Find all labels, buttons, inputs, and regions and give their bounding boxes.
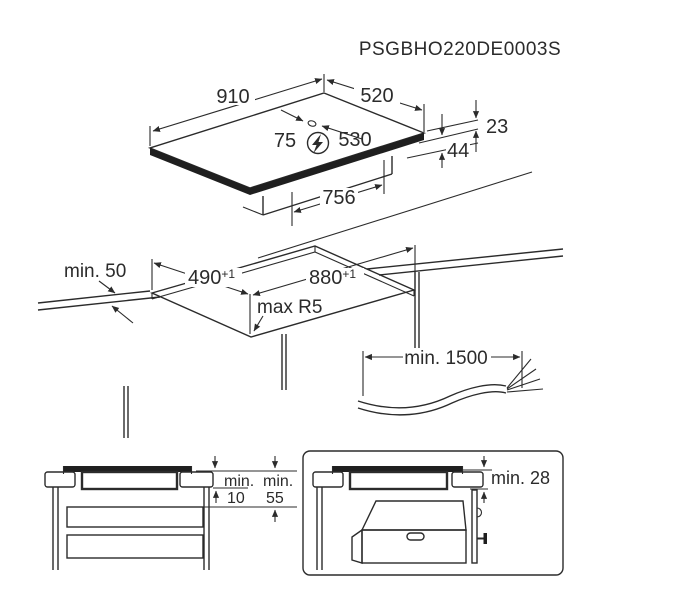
oven-clearance-figure: min. 28: [302, 450, 564, 576]
worktop-section-right: [451, 471, 484, 488]
cabinet-side-panel: [316, 487, 323, 570]
drawer-bottom: [66, 534, 204, 559]
hob-body-section: [80, 470, 179, 491]
drawer-clearance-figure: min. 10 min. 55: [44, 456, 297, 570]
oven-handle: [406, 532, 425, 541]
worktop-section-left: [44, 471, 76, 488]
hob-body-section: [348, 470, 449, 491]
oven-hinge: [476, 507, 483, 518]
hob-isometric-figure: 910 520 75 530 23: [147, 74, 533, 259]
oven-front: [361, 529, 467, 564]
cutout-width-label: 880+1: [309, 267, 356, 289]
cable-wire-ends: [506, 358, 544, 393]
dimension-23-44: 23 44: [406, 100, 508, 168]
oven-side-panel: [471, 489, 478, 564]
corner-radius-label: max R5: [257, 297, 322, 318]
power-cable-figure: min. 1500: [357, 348, 544, 416]
drawer-depth-label: min.: [263, 473, 293, 490]
dimension-520: 520: [326, 79, 425, 132]
oven-top: [360, 500, 467, 531]
oven-drawing: [351, 489, 487, 564]
model-number: PSGBHO220DE0003S: [359, 39, 561, 60]
dimension-min-50: min. 50: [64, 261, 134, 324]
hob-depth-label: 520: [360, 85, 393, 107]
cabinet-side-panels: [52, 487, 210, 570]
worktop-section-left: [312, 471, 344, 488]
edge-distance-label: min. 50: [64, 261, 126, 282]
drawer-depth-value: 55: [266, 490, 284, 507]
hob-glass-edge-right: [250, 133, 424, 195]
dimension-910: 910: [149, 74, 325, 146]
worktop-section-right: [179, 471, 214, 488]
drawer-top: [66, 506, 204, 528]
oven-clearance-label: min. 28: [491, 468, 550, 488]
drawer-gap-label: min.: [224, 473, 254, 490]
hob-glass-section: [63, 466, 192, 472]
body-width-label: 756: [322, 187, 355, 209]
oven-left-side: [351, 528, 363, 564]
oven-bolt: [477, 533, 487, 544]
cabinet-legs: [123, 272, 420, 438]
hob-glass-edge-left: [150, 148, 250, 195]
dimension-756: 756: [291, 160, 385, 226]
cable-length-label: min. 1500: [404, 348, 487, 369]
cutout-depth-label: 490+1: [188, 267, 235, 289]
hob-glass-section: [332, 466, 463, 472]
dimension-min-10-55: min. 10 min. 55: [196, 456, 297, 522]
drawer-gap-value: 10: [227, 490, 245, 507]
body-depth-label: 44: [447, 140, 469, 162]
glass-thickness-label: 23: [486, 116, 508, 138]
cable-exit-marker: [307, 120, 317, 127]
figure-border: [302, 450, 564, 576]
dimension-cable-position: 75 530: [274, 109, 372, 155]
worktop-hint-line: [257, 171, 533, 259]
hob-width-label: 910: [216, 86, 249, 108]
dimension-min-28: min. 28: [463, 456, 550, 503]
lightning-bolt-icon: [306, 131, 330, 155]
cable-drawing: [357, 358, 544, 416]
cable-offset-left-label: 75: [274, 130, 296, 152]
dimension-max-r5: max R5: [253, 297, 322, 332]
worktop-cutout-figure: 490+1 880+1 max R5 min. 50: [37, 245, 564, 438]
cable-offset-right-label: 530: [338, 129, 371, 151]
dimension-490: 490+1: [153, 262, 249, 295]
dimension-880: 880+1: [252, 246, 414, 297]
